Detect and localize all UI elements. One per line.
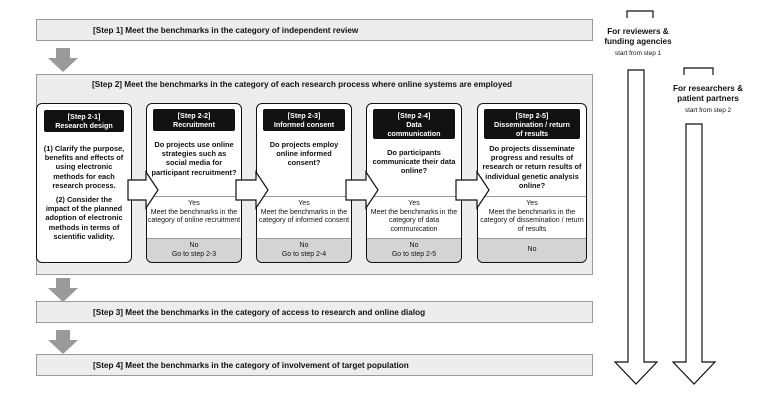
research-design-point-2: (2) Consider the impact of the planned a…	[45, 195, 123, 241]
card-recruitment-header-step: [Step 2-2]	[177, 111, 211, 120]
card-data-communication-header-title: Data	[406, 119, 422, 129]
card-data-communication-yes: Yes Meet the benchmarks in the category …	[367, 196, 461, 238]
card-informed-consent-header: [Step 2-3] Informed consent	[263, 109, 345, 131]
researchers-bracket	[683, 67, 714, 75]
card-dissemination-header: [Step 2-5] Dissemination / return of res…	[484, 109, 580, 139]
arrow-step2-to-step3	[48, 278, 78, 302]
card-data-communication-header-title-2: communication	[387, 128, 441, 138]
arrow-2-1-to-2-2	[127, 170, 159, 210]
card-dissemination-yes-label: Yes	[526, 200, 538, 207]
card-data-communication-header-step: [Step 2-4]	[397, 110, 431, 120]
card-data-communication-header: [Step 2-4] Data communication	[373, 109, 455, 139]
card-recruitment-yes-label: Yes	[188, 200, 200, 207]
card-dissemination-yes-text: Meet the benchmarks in the category of d…	[480, 208, 584, 233]
card-recruitment-header: [Step 2-2] Recruitment	[153, 109, 235, 131]
step2-label: [Step 2] Meet the benchmarks in the cate…	[92, 80, 512, 89]
card-data-communication-yes-label: Yes	[408, 200, 420, 207]
card-dissemination-no-label: No	[527, 246, 537, 254]
audience-researchers: For researchers & patient partners start…	[652, 84, 764, 114]
reviewers-arrow	[613, 69, 659, 385]
step3-label: [Step 3] Meet the benchmarks in the cate…	[93, 307, 426, 317]
card-recruitment-no-label: No	[189, 241, 199, 249]
card-informed-consent-header-title: Informed consent	[273, 120, 335, 129]
card-data-communication-no-label: No	[409, 241, 419, 249]
card-informed-consent-yes-text: Meet the benchmarks in the category of i…	[258, 208, 350, 225]
step3-bar: [Step 3] Meet the benchmarks in the cate…	[36, 301, 593, 323]
audience-researchers-start: start from step 2	[684, 107, 732, 114]
reviewers-bracket	[626, 10, 654, 18]
card-data-communication-no-text: Go to step 2-5	[391, 250, 437, 258]
card-recruitment: [Step 2-2] Recruitment Do projects use o…	[146, 103, 242, 263]
card-informed-consent-no-text: Go to step 2-4	[281, 250, 327, 258]
card-data-communication-no: No Go to step 2-5	[367, 238, 461, 262]
card-dissemination: [Step 2-5] Dissemination / return of res…	[477, 103, 587, 263]
card-informed-consent-yes: Yes Meet the benchmarks in the category …	[257, 196, 351, 238]
card-data-communication: [Step 2-4] Data communication Do partici…	[366, 103, 462, 263]
arrow-step1-to-step2	[48, 48, 78, 72]
step4-bar: [Step 4] Meet the benchmarks in the cate…	[36, 354, 593, 376]
card-recruitment-question: Do projects use online strategies such a…	[151, 140, 237, 177]
research-design-header: [Step 2-1] Research design	[44, 110, 124, 132]
researchers-arrow	[671, 123, 717, 385]
research-design-point-1: (1) Clarify the purpose, benefits and ef…	[43, 144, 125, 190]
card-recruitment-no: No Go to step 2-3	[147, 238, 241, 262]
research-design-card: [Step 2-1] Research design (1) Clarify t…	[36, 103, 132, 263]
arrow-2-4-to-2-5	[455, 170, 490, 210]
card-dissemination-header-title: Dissemination / return	[494, 119, 570, 129]
card-dissemination-yes: Yes Meet the benchmarks in the category …	[478, 196, 586, 238]
audience-reviewers-start: start from step 1	[614, 50, 662, 57]
card-data-communication-yes-text: Meet the benchmarks in the category of d…	[370, 208, 458, 233]
card-informed-consent-no: No Go to step 2-4	[257, 238, 351, 262]
card-recruitment-no-text: Go to step 2-3	[171, 250, 217, 258]
card-dissemination-question: Do projects disseminate progress and res…	[482, 144, 582, 190]
card-informed-consent-header-step: [Step 2-3]	[287, 111, 321, 120]
card-informed-consent-question: Do projects employ online informed conse…	[269, 140, 339, 168]
audience-reviewers: For reviewers & funding agencies start f…	[596, 27, 680, 57]
card-recruitment-header-title: Recruitment	[173, 120, 215, 129]
card-data-communication-question: Do participants communicate their data o…	[372, 148, 456, 176]
card-dissemination-header-step: [Step 2-5]	[515, 110, 549, 120]
audience-reviewers-title-2: funding agencies	[604, 37, 672, 46]
step1-label: [Step 1] Meet the benchmarks in the cate…	[93, 25, 359, 35]
card-informed-consent-no-label: No	[299, 241, 309, 249]
arrow-2-3-to-2-4	[345, 170, 379, 210]
audience-reviewers-title-1: For reviewers &	[607, 27, 669, 36]
research-design-header-title: Research design	[55, 121, 113, 130]
card-dissemination-no: No	[478, 238, 586, 262]
arrow-2-2-to-2-3	[235, 170, 269, 210]
audience-researchers-title-2: patient partners	[677, 94, 739, 103]
research-design-header-step: [Step 2-1]	[67, 112, 101, 121]
card-dissemination-header-title-2: of results	[515, 128, 549, 138]
card-recruitment-yes: Yes Meet the benchmarks in the category …	[147, 196, 241, 238]
step1-bar: [Step 1] Meet the benchmarks in the cate…	[36, 19, 593, 41]
arrow-step3-to-step4	[48, 330, 78, 354]
step4-label: [Step 4] Meet the benchmarks in the cate…	[93, 360, 409, 370]
audience-researchers-title-1: For researchers &	[672, 84, 744, 93]
card-recruitment-yes-text: Meet the benchmarks in the category of o…	[147, 208, 241, 225]
card-informed-consent-yes-label: Yes	[298, 200, 310, 207]
